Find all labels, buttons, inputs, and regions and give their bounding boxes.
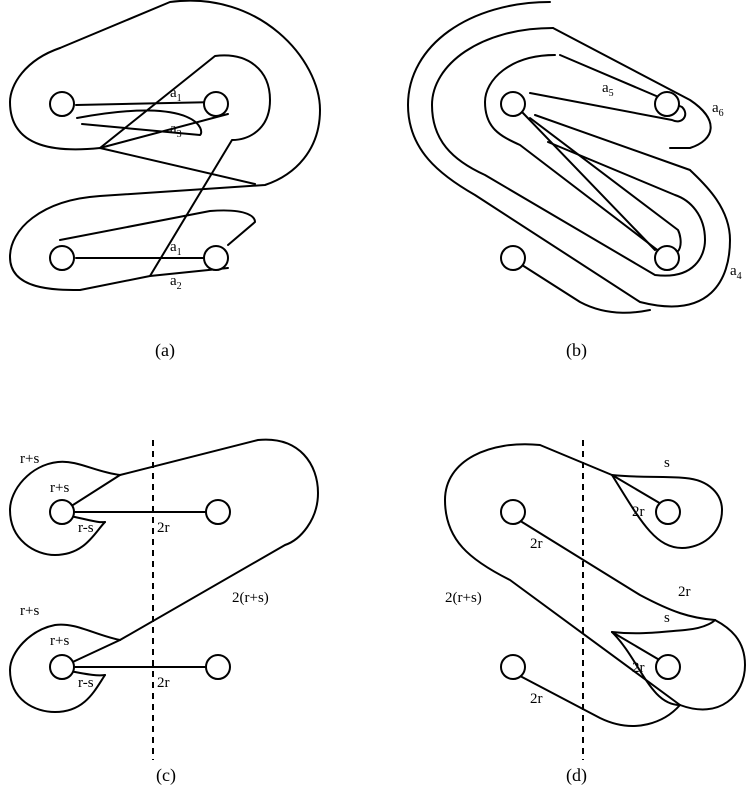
puncture-d-top-right [655,499,681,525]
label-b-2: a6 [712,100,724,119]
label-a-1: a1 [170,85,182,104]
outer-curve-b [407,1,731,308]
edge-b-tail [521,264,651,314]
edge-c-top-rminus [69,515,106,524]
label-a-4: a2 [170,273,182,292]
panel-d: s 2r 2r 2r 2(r+s) s 2r 2r (d) [444,440,746,786]
puncture-c-top-right [205,499,231,525]
label-c-3: r-s [78,520,94,536]
puncture-b-bottom-left [500,245,526,271]
label-d-3: 2r [530,536,543,552]
curve-c-top-right [119,438,319,641]
inner-loop-a-close [75,101,219,106]
edge-a3 [99,113,229,149]
puncture-d-top-left [500,499,526,525]
label-c-7: r+s [50,633,69,649]
curve-b-layer-5 [529,54,687,123]
label-d-5: 2(r+s) [445,590,482,606]
puncture-c-bottom-right [205,654,231,680]
outer-curve-c [9,460,121,556]
caption-a: (a) [155,340,175,361]
label-b-1: a5 [602,80,614,99]
inner-loop-a-lower [76,109,203,136]
puncture-d-bottom-right [655,654,681,680]
inner-loop-a [99,54,271,277]
edge-b-long [521,111,656,251]
label-d-2: 2r [632,504,645,520]
label-d-8: 2r [530,691,543,707]
label-c-5: 2(r+s) [232,590,269,606]
label-c-9: 2r [157,675,170,691]
label-d-7: 2r [632,660,645,676]
edge-d-long-diagonal [521,521,716,621]
outer-curve-a [9,0,321,291]
lower-loop-a [59,209,256,246]
label-c-2: r+s [50,480,69,496]
puncture-b-bottom-right [654,245,680,271]
label-c-8: r-s [78,675,94,691]
curve-b-layer-3 [552,27,712,149]
puncture-a-top-right [203,91,229,117]
puncture-d-bottom-left [500,654,526,680]
label-c-6: r+s [20,603,39,619]
label-b-3: a4 [730,263,742,282]
caption-d: (d) [566,765,587,786]
panel-c: r+s r+s r-s 2r 2(r+s) r+s r+s r-s 2r (c) [9,438,319,786]
label-a-2: a3 [170,121,182,140]
label-d-6: s [664,610,670,626]
panel-b: a5 a6 a4 (b) [407,1,742,361]
puncture-c-top-left [49,499,75,525]
puncture-c-bottom-left [49,654,75,680]
puncture-a-bottom-left [49,245,75,271]
label-c-1: r+s [20,451,39,467]
label-c-4: 2r [157,520,170,536]
edge-c-bottom-rminus [69,670,106,677]
puncture-a-bottom-right [203,245,229,271]
caption-c: (c) [156,765,176,786]
edge-d-tail [521,676,681,727]
outer-curve-d [444,443,746,711]
edge-d-top-2r [611,474,669,509]
panel-a: a1 a3 a1 a2 (a) [9,0,321,361]
curve-b-layer-4 [484,54,682,256]
puncture-b-top-left [500,91,526,117]
label-a-3: a1 [170,239,182,258]
puncture-b-top-right [654,91,680,117]
curve-d-lower-lobe [611,631,681,706]
curve-b-layer-2 [431,27,706,277]
curve-d-top-lobe [611,474,723,549]
label-d-1: s [664,455,670,471]
curve-d-middle-lobe [611,619,716,635]
outer-curve-a-top [9,47,256,185]
caption-b: (b) [566,340,587,361]
curve-c-bottom-lobe [9,623,121,713]
label-d-4: 2r [678,584,691,600]
puncture-a-top-left [49,91,75,117]
